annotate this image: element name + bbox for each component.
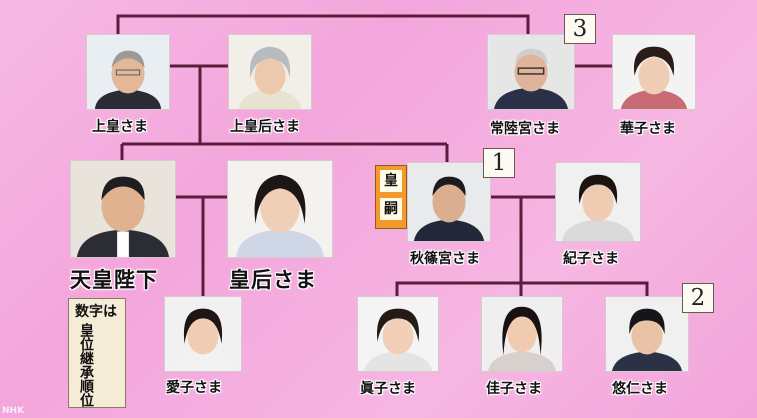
photo-jokou [86, 34, 170, 110]
photo-kako [481, 296, 563, 372]
label-kiko: 紀子さま [563, 251, 619, 267]
crown-prince-heir-badge: 皇 嗣 [375, 165, 407, 229]
label-hisahito: 悠仁さま [612, 381, 668, 397]
photo-tenno [70, 160, 176, 258]
succession-rank-akishino: 1 [483, 148, 515, 178]
photo-jokougou [228, 34, 312, 110]
photo-akishino [407, 162, 491, 242]
note-line1: 数字は [75, 304, 117, 320]
label-akishino: 秋篠宮さま [410, 251, 480, 267]
succession-rank-hitachi: 3 [564, 14, 596, 44]
label-kogo: 皇后さま [229, 268, 317, 292]
label-kako: 佳子さま [486, 381, 542, 397]
heir-badge-char-1: 皇 [380, 170, 402, 192]
legend-note: 数字は 皇位継承順位 [68, 298, 126, 408]
watermark-logo: NHK [2, 406, 25, 416]
note-line2: 皇位継承順位 [78, 323, 94, 407]
photo-aiko [164, 296, 242, 372]
photo-hisahito [605, 296, 689, 372]
succession-rank-hisahito: 2 [682, 283, 714, 313]
heir-badge-char-2: 嗣 [380, 198, 402, 220]
photo-mako [357, 296, 439, 372]
label-jokou: 上皇さま [92, 119, 148, 135]
photo-hitachi [487, 34, 575, 110]
label-tenno: 天皇陛下 [70, 268, 158, 292]
label-jokougou: 上皇后さま [230, 119, 300, 135]
label-mako: 眞子さま [360, 381, 416, 397]
label-aiko: 愛子さま [166, 380, 222, 396]
photo-kiko [555, 162, 641, 242]
photo-kogo [227, 160, 333, 258]
photo-hanako [612, 34, 696, 110]
label-hanako: 華子さま [620, 121, 676, 137]
label-hitachi: 常陸宮さま [490, 121, 560, 137]
